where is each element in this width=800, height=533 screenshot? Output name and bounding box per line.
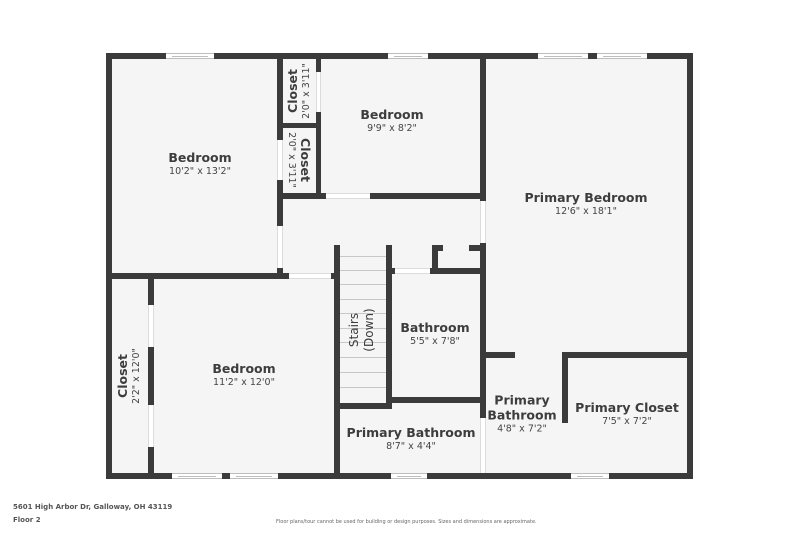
closet-door — [148, 405, 154, 447]
property-address: 5601 High Arbor Dr, Galloway, OH 43119 — [13, 503, 173, 511]
stair-tread — [340, 256, 386, 257]
wall — [432, 245, 443, 251]
floor-area — [106, 53, 693, 479]
wall — [386, 397, 486, 403]
outer-wall-right — [687, 53, 693, 479]
wall — [480, 53, 486, 473]
stair-tread — [340, 313, 386, 314]
room-label-closet-2: Closet 2'0" x 3'11" — [285, 132, 313, 188]
room-dimensions: 7'5" x 7'2" — [602, 416, 652, 427]
bathroom-door — [395, 268, 430, 274]
closet-door — [316, 72, 321, 112]
stair-tread — [340, 328, 386, 329]
window — [571, 473, 609, 479]
room-dimensions: 11'2" x 12'0" — [213, 377, 275, 388]
stair-tread — [340, 387, 386, 388]
window — [388, 53, 428, 59]
wall — [334, 403, 392, 409]
disclaimer: Floor plans/tour cannot be used for buil… — [276, 519, 537, 525]
room-name: Bathroom — [400, 320, 470, 335]
floor-number: Floor 2 — [13, 516, 41, 524]
room-label-primary-bathroom-2: Primary Bathroom 4'8" x 7'2" — [487, 393, 556, 436]
wall — [277, 193, 485, 199]
wall — [334, 245, 340, 473]
stair-tread — [340, 284, 386, 285]
room-dimensions: 12'6" x 18'1" — [555, 206, 617, 217]
room-name: Closet — [115, 354, 130, 398]
room-name: Bedroom — [168, 150, 232, 165]
wall — [480, 352, 515, 358]
wall — [148, 273, 154, 473]
wall — [432, 245, 438, 274]
room-name: Closet — [285, 69, 300, 113]
stair-tread — [340, 372, 386, 373]
doorway — [480, 201, 486, 243]
window — [172, 473, 222, 479]
wall — [562, 352, 568, 423]
room-dimensions: 2'2" x 12'0" — [131, 348, 142, 404]
room-label-primary-closet: Primary Closet 7'5" x 7'2" — [575, 400, 679, 428]
window — [230, 473, 278, 479]
room-label-closet-1: Closet 2'0" x 3'11" — [285, 63, 313, 119]
stair-tread — [340, 270, 386, 271]
window — [538, 53, 588, 59]
window — [166, 53, 214, 59]
room-label-primary-bathroom-1: Primary Bathroom 8'7" x 4'4" — [347, 425, 476, 453]
window — [597, 53, 647, 59]
room-name: Primary Closet — [575, 400, 679, 415]
room-name: Bedroom — [212, 361, 276, 376]
doorway — [277, 226, 283, 268]
room-label-bathroom: Bathroom 5'5" x 7'8" — [400, 320, 469, 348]
room-dimensions: 9'9" x 8'2" — [367, 123, 417, 134]
room-label-bedroom-3: Bedroom 11'2" x 12'0" — [212, 361, 275, 389]
stair-tread — [340, 299, 386, 300]
room-label-closet-3: Closet 2'2" x 12'0" — [115, 348, 143, 404]
room-name: Closet — [298, 138, 313, 182]
wall — [562, 352, 693, 358]
stairs-direction: (Down) — [362, 308, 376, 352]
room-label-bedroom-2: Bedroom 9'9" x 8'2" — [360, 107, 423, 135]
room-name-line1: Primary — [494, 392, 550, 408]
stair-tread — [340, 357, 386, 358]
room-name-line2: Bathroom — [487, 407, 557, 423]
room-dimensions: 10'2" x 13'2" — [169, 166, 231, 177]
wall — [106, 273, 338, 279]
doorway — [326, 193, 370, 199]
closet-door — [148, 305, 154, 347]
room-name: Bedroom — [360, 107, 424, 122]
room-label-stairs: Stairs (Down) — [347, 308, 377, 351]
room-label-bedroom-1: Bedroom 10'2" x 13'2" — [168, 150, 231, 178]
wall — [469, 245, 486, 251]
room-label-primary-bedroom: Primary Bedroom 12'6" x 18'1" — [524, 190, 647, 218]
outer-wall-left — [106, 53, 112, 479]
room-name: Stairs — [347, 312, 361, 348]
room-dimensions: 5'5" x 7'8" — [410, 336, 460, 347]
window — [391, 473, 427, 479]
room-name: Primary Bathroom — [346, 425, 476, 440]
wall — [386, 245, 392, 407]
wall — [277, 123, 321, 128]
doorway — [480, 418, 486, 473]
doorway — [289, 273, 331, 279]
closet-door — [277, 140, 283, 180]
room-dimensions: 4'8" x 7'2" — [497, 423, 547, 435]
room-dimensions: 8'7" x 4'4" — [386, 441, 436, 452]
room-dimensions: 2'0" x 3'11" — [286, 132, 297, 188]
stair-tread — [340, 342, 386, 343]
room-name: Primary Bedroom — [524, 190, 648, 205]
room-dimensions: 2'0" x 3'11" — [301, 63, 312, 119]
